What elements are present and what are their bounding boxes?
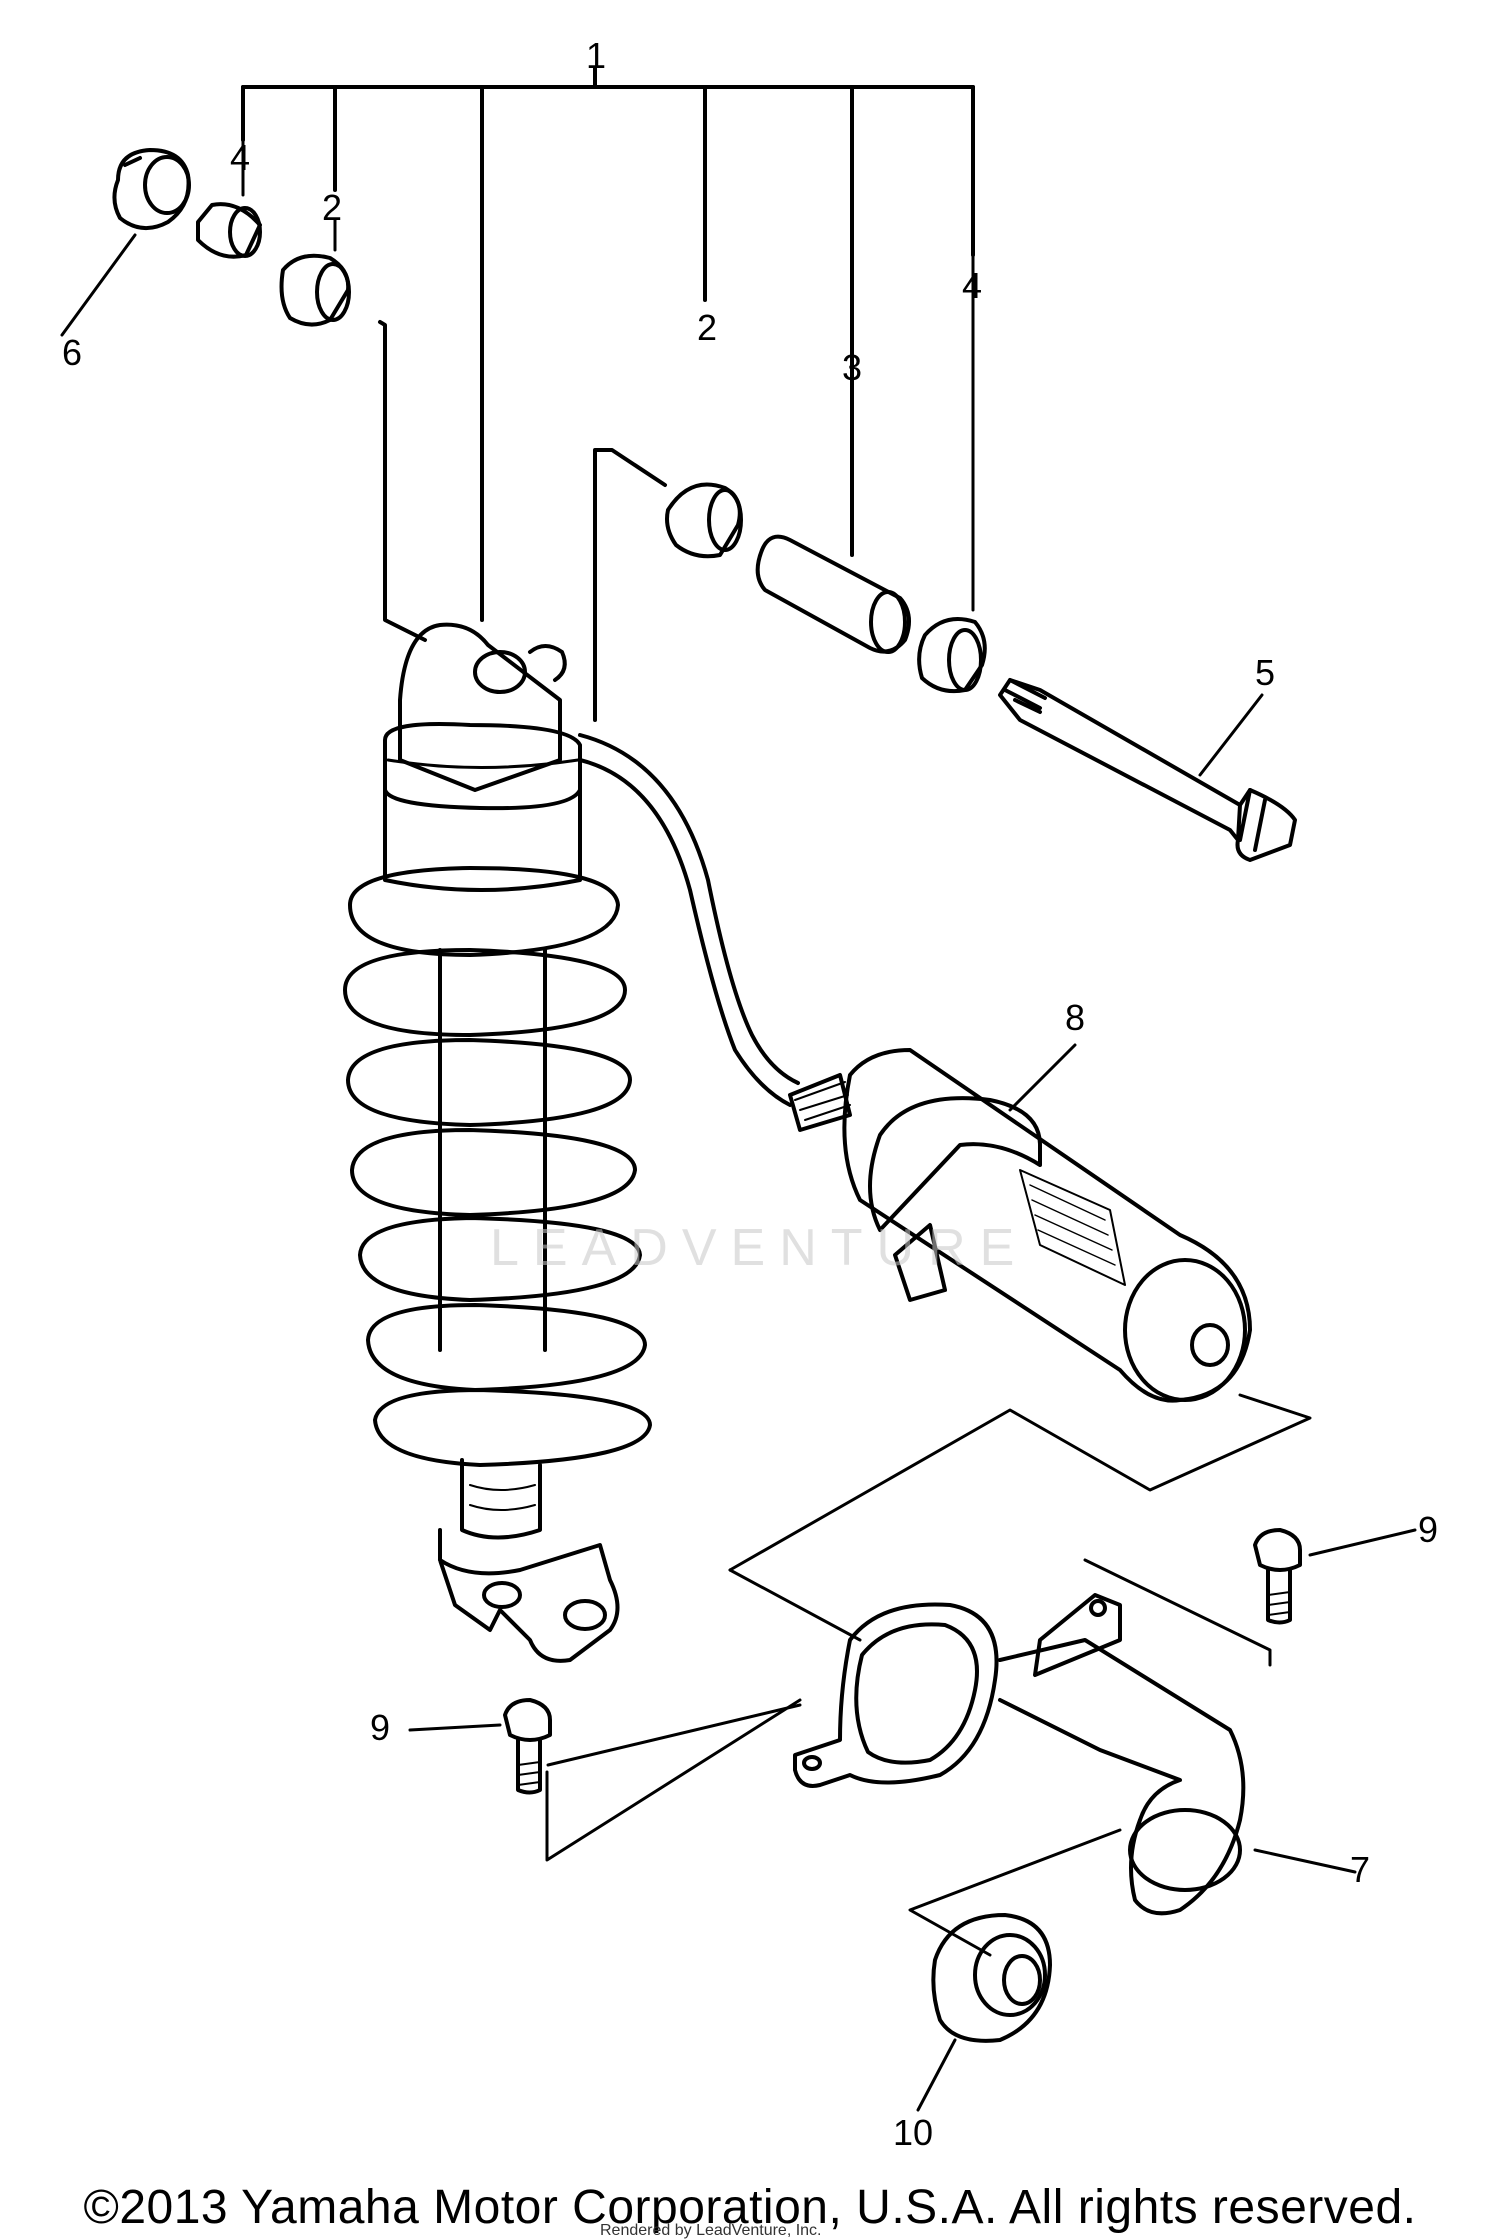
- part-4-collar-left: [196, 138, 262, 259]
- part-10-bush: [916, 1913, 1052, 2112]
- part-1-shock-absorber: [343, 622, 652, 1663]
- part-2-bushing-left: [279, 218, 351, 327]
- copyright-notice: ©2013 Yamaha Motor Corporation, U.S.A. A…: [83, 2181, 1417, 2234]
- part-2-bushing-middle: [665, 482, 743, 559]
- callout-8: 8: [1065, 997, 1086, 1038]
- assembly-bracket-part-1: [241, 66, 975, 722]
- part-6-cap-nut: [60, 148, 191, 337]
- callout-2-left: 2: [322, 187, 343, 228]
- callout-1: 1: [586, 35, 607, 76]
- callout-2-middle: 2: [697, 307, 718, 348]
- part-7-bracket: [793, 1593, 1357, 1916]
- assembly-guide-lines: [545, 1393, 1312, 1957]
- part-9-bolt-left: [408, 1698, 552, 1795]
- rendered-by-note: Rendered by LeadVenture, Inc.: [600, 2222, 822, 2239]
- part-3-sleeve: [755, 534, 911, 654]
- watermark-text: LEADVENTURE: [490, 1219, 1029, 1277]
- part-5-bolt: [998, 678, 1297, 862]
- part-4-collar-right: [917, 253, 987, 694]
- callout-6: 6: [62, 332, 83, 373]
- callout-4-right: 4: [962, 265, 983, 306]
- callout-5: 5: [1255, 652, 1276, 693]
- reservoir-hose: [578, 733, 800, 1107]
- part-8-reservoir: [788, 1043, 1252, 1403]
- callout-7: 7: [1350, 1849, 1371, 1890]
- callout-10: 10: [893, 2112, 934, 2153]
- callout-9-right: 9: [1418, 1509, 1439, 1550]
- part-9-bolt-right: [1253, 1528, 1417, 1625]
- callout-9-left: 9: [370, 1707, 391, 1748]
- callout-4-left: 4: [230, 137, 251, 178]
- callout-3: 3: [842, 347, 863, 388]
